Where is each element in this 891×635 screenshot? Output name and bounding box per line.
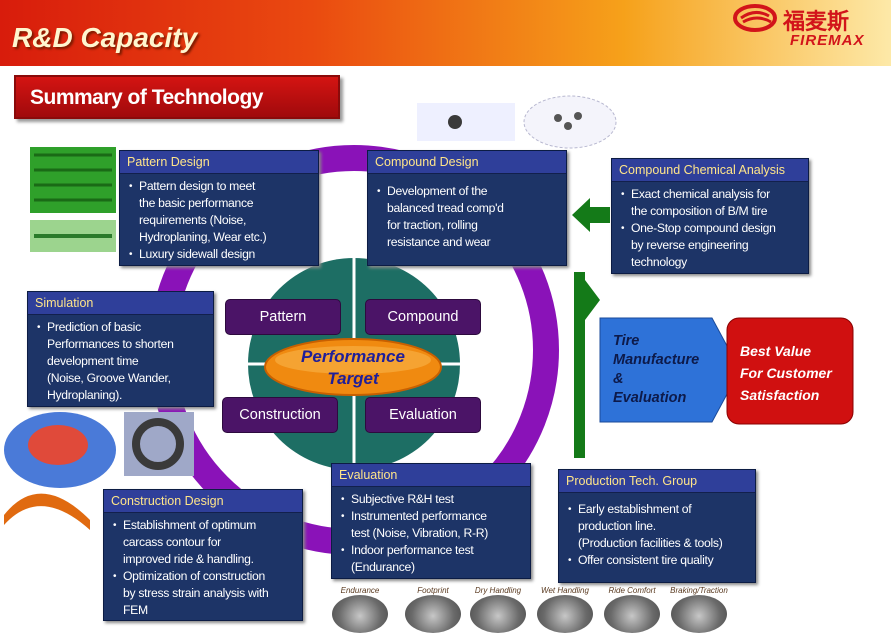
- best-value-text: Best Value For Customer Satisfaction: [740, 340, 832, 406]
- construction-design-heading: Construction Design: [104, 490, 302, 513]
- simulation-item: development time: [47, 354, 139, 368]
- compound-design-item: Development of the: [376, 183, 560, 200]
- ride-comfort-photo: [604, 595, 660, 633]
- construction-design-box: Construction Design Establishment of opt…: [103, 489, 303, 621]
- performance-target-line2: Target: [327, 369, 379, 388]
- compound-structure-image: [523, 95, 617, 149]
- section-subtitle: Summary of Technology: [30, 86, 263, 109]
- simulation-item: Prediction of basic: [36, 319, 207, 336]
- logo-brand-text: FIREMAX: [790, 32, 865, 49]
- carcass-contour-image: [4, 493, 90, 530]
- construction-design-item: Establishment of optimum: [112, 517, 296, 534]
- wet-handling-photo: [537, 595, 593, 633]
- production-tech-item: production line.: [578, 519, 656, 533]
- photo-label: Endurance: [340, 586, 380, 595]
- best-value-box: [726, 317, 854, 425]
- value-line: Satisfaction: [740, 387, 820, 403]
- pattern-label: Pattern: [225, 299, 341, 335]
- compound-label: Compound: [365, 299, 481, 335]
- firemax-logo-icon: [733, 4, 777, 32]
- compound-design-heading: Compound Design: [368, 151, 566, 174]
- pattern-design-box: Pattern Design Pattern design to meet th…: [119, 150, 319, 266]
- pattern-design-item: Hydroplaning, Wear etc.): [139, 230, 267, 244]
- photo-label: Dry Handling: [474, 586, 522, 595]
- compound-design-item: balanced tread comp'd: [387, 201, 504, 215]
- simulation-box: Simulation Prediction of basic Performan…: [27, 291, 214, 407]
- construction-design-item: Optimization of construction: [112, 568, 296, 585]
- evaluation-box: Evaluation Subjective R&H test Instrumen…: [331, 463, 531, 579]
- value-line: For Customer: [740, 365, 832, 381]
- dry-handling-photo: [470, 595, 526, 633]
- pattern-design-item: Pattern design to meet: [128, 178, 312, 195]
- production-tech-heading: Production Tech. Group: [559, 470, 755, 493]
- page-title: R&D Capacity: [12, 22, 198, 53]
- value-line: Best Value: [740, 343, 812, 359]
- photo-label: Braking/Traction: [670, 586, 728, 595]
- tire-tread-image: [30, 147, 116, 213]
- pattern-design-item: the basic performance: [139, 196, 254, 210]
- tire-line: &: [613, 371, 624, 387]
- production-tech-box: Production Tech. Group Early establishme…: [558, 469, 756, 583]
- photo-label: Wet Handling: [541, 586, 589, 595]
- construction-design-item: improved ride & handling.: [123, 552, 254, 566]
- compound-chemical-item: by reverse engineering: [631, 238, 749, 252]
- photo-label: Ride Comfort: [608, 586, 656, 595]
- performance-target-label: Performance Target: [268, 346, 438, 390]
- photo-label: Footprint: [417, 586, 449, 595]
- evaluation-item: Indoor performance test: [340, 542, 524, 559]
- simulation-item: (Noise, Groove Wander,: [47, 371, 171, 385]
- subtitle-banner: [14, 75, 340, 119]
- right-arrow-icon: [574, 272, 600, 458]
- compound-design-item: for traction, rolling: [387, 218, 478, 232]
- compound-chemical-item: the composition of B/M tire: [631, 204, 768, 218]
- endurance-photo: [332, 595, 388, 633]
- header-banner: [0, 0, 891, 66]
- footprint-photo: [405, 595, 461, 633]
- tire-line: Tire: [613, 333, 640, 349]
- evaluation-label: Evaluation: [365, 397, 481, 433]
- compound-chemical-item: technology: [631, 255, 687, 269]
- evaluation-item: (Endurance): [351, 560, 415, 574]
- tire-line: Manufacture: [613, 352, 700, 368]
- compound-design-item: resistance and wear: [387, 235, 491, 249]
- construction-design-item: by stress strain analysis with: [123, 586, 269, 600]
- tire-line: Evaluation: [613, 390, 687, 406]
- compound-chemical-item: Exact chemical analysis for: [620, 186, 802, 203]
- evaluation-heading: Evaluation: [332, 464, 530, 487]
- compound-chemical-item: One-Stop compound design: [620, 220, 802, 237]
- logo-chinese-text: 福麦斯: [783, 9, 850, 34]
- evaluation-item: test (Noise, Vibration, R-R): [351, 526, 488, 540]
- pattern-design-heading: Pattern Design: [120, 151, 318, 174]
- left-arrow-icon: [572, 198, 610, 232]
- production-tech-item: Early establishment of: [567, 501, 749, 518]
- tire-manufacture-text: Tire Manufacture & Evaluation: [613, 332, 699, 408]
- construction-label: Construction: [222, 397, 338, 433]
- construction-design-item: carcass contour for: [123, 535, 221, 549]
- pattern-design-item: Luxury sidewall design: [128, 246, 312, 263]
- compound-chemical-analysis-box: Compound Chemical Analysis Exact chemica…: [611, 158, 809, 274]
- braking-traction-photo: [671, 595, 727, 633]
- compound-chemical-analysis-heading: Compound Chemical Analysis: [612, 159, 808, 182]
- compound-design-box: Compound Design Development of the balan…: [367, 150, 567, 266]
- production-tech-item: Offer consistent tire quality: [567, 552, 749, 569]
- simulation-item: Performances to shorten: [47, 337, 174, 351]
- molecule-image: [417, 103, 515, 141]
- performance-target-line1: Performance: [301, 347, 405, 366]
- tire-manufacture-arrow: [599, 317, 741, 423]
- production-tech-item: (Production facilities & tools): [578, 536, 723, 550]
- evaluation-item: Instrumented performance: [340, 508, 524, 525]
- pattern-design-item: requirements (Noise,: [139, 213, 247, 227]
- construction-design-item: FEM: [123, 603, 148, 617]
- simulation-heading: Simulation: [28, 292, 213, 315]
- evaluation-item: Subjective R&H test: [340, 491, 524, 508]
- simulation-item: Hydroplaning).: [47, 388, 123, 402]
